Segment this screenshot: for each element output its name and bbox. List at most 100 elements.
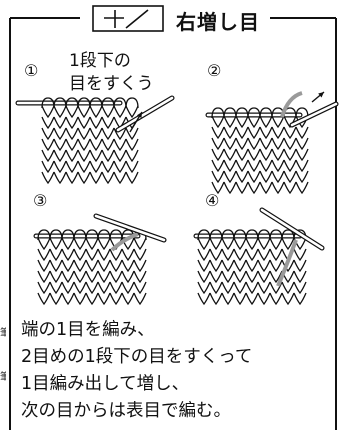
knit-stitch [211, 148, 225, 162]
knit-stitch [77, 127, 91, 141]
stitch-loop [247, 107, 261, 119]
knit-stitch [85, 259, 99, 273]
knit-stitch [77, 105, 91, 119]
stitch-loop [49, 229, 63, 241]
knit-stitch [49, 248, 63, 262]
stitch-loop [259, 107, 273, 119]
arrow-head [136, 112, 142, 118]
knit-stitch [247, 126, 261, 140]
knit-stitch [283, 126, 297, 140]
knit-stitch [295, 148, 309, 162]
knit-stitch [235, 115, 249, 129]
knit-stitch [73, 259, 87, 273]
knit-stitch [77, 138, 91, 152]
knit-stitch [113, 105, 127, 119]
knit-stitch [101, 105, 115, 119]
knit-stitch [295, 170, 309, 184]
knit-stitch [65, 138, 79, 152]
knit-stitch [77, 160, 91, 174]
knit-stitch [109, 248, 123, 262]
knit-stitch [211, 170, 225, 184]
stitch-loop [257, 229, 271, 241]
knit-stitch [209, 259, 223, 273]
knit-stitch [209, 248, 223, 262]
knit-stitch [97, 248, 111, 262]
knit-stitch [221, 237, 235, 251]
knit-stitch [109, 259, 123, 273]
knit-stitch [89, 138, 103, 152]
knit-stitch [257, 248, 271, 262]
knit-stitch [245, 248, 259, 262]
knit-stitch [283, 170, 297, 184]
knit-stitch [133, 248, 147, 262]
stitch-loop [245, 229, 259, 241]
knit-stitch [209, 270, 223, 284]
stitch-loop [209, 229, 223, 241]
knit-stitch [37, 292, 51, 306]
knit-stitch [211, 159, 225, 173]
knit-stitch [211, 126, 225, 140]
knit-stitch [41, 171, 55, 185]
knit-stitch [113, 138, 127, 152]
stitch-loop [235, 107, 249, 119]
knit-stitch [233, 270, 247, 284]
knit-stitch [89, 116, 103, 130]
knit-stitch [73, 237, 87, 251]
step-1-illustration [15, 95, 175, 185]
knit-stitch [223, 159, 237, 173]
knit-stitch [281, 281, 295, 295]
step-2-illustration [205, 91, 339, 195]
knit-stitch [53, 171, 67, 185]
knit-stitch [37, 259, 51, 273]
knit-stitch [223, 137, 237, 151]
knit-stitch [109, 270, 123, 284]
knit-stitch [283, 148, 297, 162]
knit-stitch [257, 259, 271, 273]
knit-stitch [257, 237, 271, 251]
knit-stitch [283, 137, 297, 151]
stitch-loop [61, 229, 75, 241]
stitch-loop [109, 229, 123, 241]
knit-stitch [125, 160, 139, 174]
knit-stitch [197, 281, 211, 295]
knit-stitch [235, 148, 249, 162]
yarn-highlight [110, 232, 139, 252]
stitch-loop [125, 97, 139, 109]
knit-stitch [245, 270, 259, 284]
knit-stitch [281, 237, 295, 251]
knit-stitch [77, 149, 91, 163]
knit-stitch [121, 259, 135, 273]
knit-stitch [53, 149, 67, 163]
arrow-head [318, 92, 324, 98]
stitch-loop [223, 107, 237, 119]
knit-stitch [295, 137, 309, 151]
knit-stitch [113, 149, 127, 163]
knit-stitch [247, 170, 261, 184]
knit-stitch [73, 270, 87, 284]
knit-stitch [281, 259, 295, 273]
knit-stitch [49, 270, 63, 284]
knit-stitch [293, 259, 307, 273]
knit-stitch [61, 281, 75, 295]
knit-stitch [101, 116, 115, 130]
knit-stitch [125, 105, 139, 119]
page-title: 右増し目 [176, 10, 260, 34]
knit-stitch [257, 270, 271, 284]
knit-stitch [101, 160, 115, 174]
knit-stitch [89, 127, 103, 141]
edge-glyph-2: 筆 [0, 372, 6, 383]
knit-stitch [295, 181, 309, 195]
knit-stitch [133, 281, 147, 295]
knit-stitch [269, 237, 283, 251]
knit-stitch [101, 171, 115, 185]
knit-stitch [113, 160, 127, 174]
knit-stitch [221, 270, 235, 284]
knit-stitch [235, 181, 249, 195]
knit-stitch [293, 292, 307, 306]
stitch-loop [281, 229, 295, 241]
stitch-loop [197, 229, 211, 241]
instruction-line-1: 端の1目を編み、 [21, 320, 155, 340]
knit-stitch [269, 281, 283, 295]
knit-stitch [293, 281, 307, 295]
